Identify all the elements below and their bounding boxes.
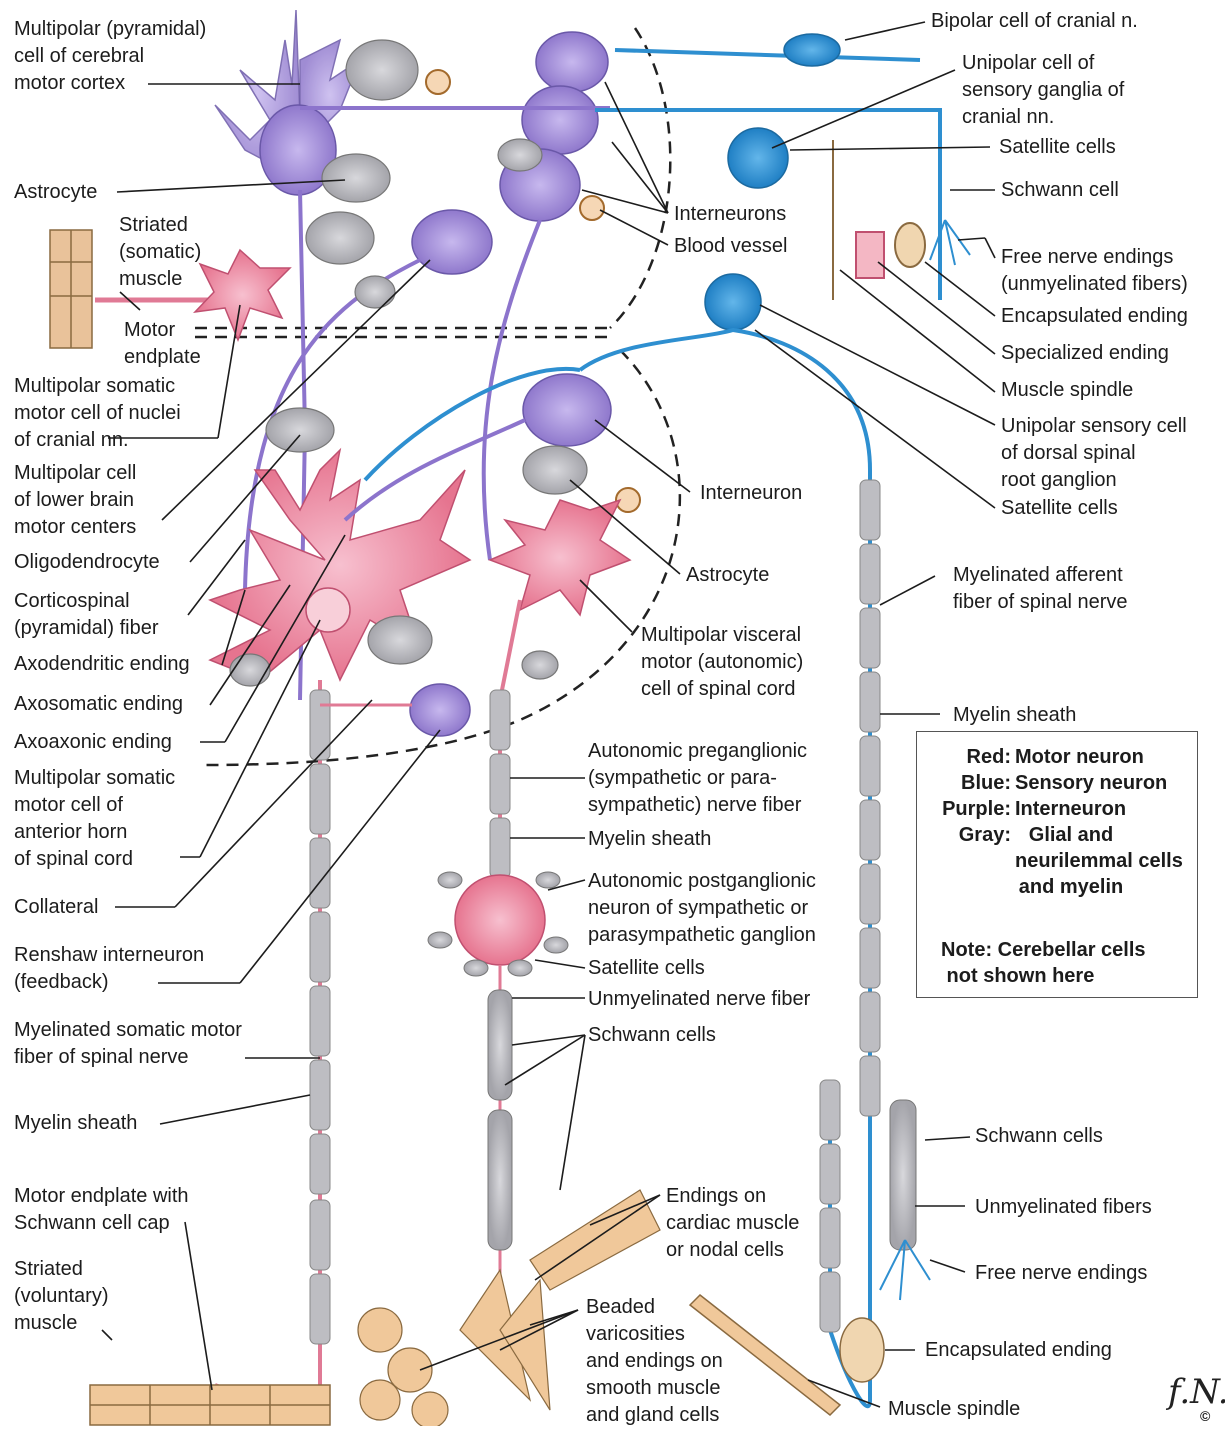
label-encapsulated-ending-top: Encapsulated ending xyxy=(1001,303,1188,330)
label-satellite-cells-dorsal: Satellite cells xyxy=(1001,495,1118,522)
label-somatic-motor-fiber: Myelinated somatic motor fiber of spinal… xyxy=(14,1017,242,1071)
bottom-right-endings xyxy=(880,1100,930,1300)
label-schwann-cells-center: Schwann cells xyxy=(588,1022,716,1049)
label-satellite-cells-top: Satellite cells xyxy=(999,134,1116,161)
gland-cells xyxy=(358,1308,448,1426)
label-myelin-sheath-left: Myelin sheath xyxy=(14,1110,137,1137)
label-satellite-cells-ganglion: Satellite cells xyxy=(588,955,705,982)
label-corticospinal-fiber: Corticospinal (pyramidal) fiber xyxy=(14,588,158,642)
preganglionic-myelin xyxy=(490,690,510,878)
label-astrocyte-spinal: Astrocyte xyxy=(686,562,769,589)
label-blood-vessel: Blood vessel xyxy=(674,233,787,260)
label-collateral: Collateral xyxy=(14,894,98,921)
label-unipolar-cranial: Unipolar cell of sensory ganglia of cran… xyxy=(962,50,1124,131)
label-unmyelinated-nerve-fiber: Unmyelinated nerve fiber xyxy=(588,986,810,1013)
label-afferent-fiber: Myelinated afferent fiber of spinal nerv… xyxy=(953,562,1128,616)
visceral-motor-cell xyxy=(490,500,630,880)
label-cranial-motor-cell: Multipolar somatic motor cell of nuclei … xyxy=(14,373,181,454)
label-myelin-sheath-center: Myelin sheath xyxy=(588,826,711,853)
striated-muscle-bottom xyxy=(90,1385,330,1425)
label-motor-endplate: Motor endplate xyxy=(124,317,201,371)
label-axodendritic-ending: Axodendritic ending xyxy=(14,651,190,678)
label-muscle-spindle-bottom: Muscle spindle xyxy=(888,1396,1020,1423)
artist-signature: f.N. xyxy=(1168,1372,1225,1412)
label-free-nerve-endings-top: Free nerve endings (unmyelinated fibers) xyxy=(1001,244,1188,298)
encapsulated-ending-bottom xyxy=(840,1318,884,1382)
legend-key-blue: Blue: xyxy=(917,770,1011,796)
postganglionic-schwann xyxy=(488,990,512,1250)
legend-value-gray: Glial and neurilemmal cells and myelin xyxy=(1015,822,1127,900)
label-cardiac-endings: Endings on cardiac muscle or nodal cells xyxy=(666,1183,799,1264)
top-right-endings xyxy=(833,140,970,300)
label-lower-brain-cell: Multipolar cell of lower brain motor cen… xyxy=(14,460,136,541)
legend-key-red: Red: xyxy=(917,744,1011,770)
label-visceral-motor-cell: Multipolar visceral motor (autonomic) ce… xyxy=(641,622,803,703)
label-postganglionic-neuron: Autonomic postganglionic neuron of sympa… xyxy=(588,868,816,949)
label-beaded-varicosities: Beaded varicosities and endings on smoot… xyxy=(586,1294,723,1429)
label-specialized-ending: Specialized ending xyxy=(1001,340,1169,367)
label-striated-voluntary-muscle: Striated (voluntary) muscle xyxy=(14,1256,108,1337)
label-axoaxonic-ending: Axoaxonic ending xyxy=(14,729,172,756)
bipolar-cranial-cell xyxy=(615,34,920,66)
legend-key-purple: Purple: xyxy=(917,796,1011,822)
label-myelin-sheath-afferent: Myelin sheath xyxy=(953,702,1076,729)
legend-value-blue: Sensory neuron xyxy=(1015,770,1167,796)
label-schwann-cells-right: Schwann cells xyxy=(975,1123,1103,1150)
legend-value-purple: Interneuron xyxy=(1015,796,1126,822)
label-schwann-cell-top: Schwann cell xyxy=(1001,177,1119,204)
label-free-nerve-endings-bottom: Free nerve endings xyxy=(975,1260,1147,1287)
label-interneuron-spinal: Interneuron xyxy=(700,480,802,507)
smooth-muscle xyxy=(460,1270,550,1410)
label-interneurons: Interneurons xyxy=(674,201,786,228)
label-dorsal-root-cell: Unipolar sensory cell of dorsal spinal r… xyxy=(1001,413,1187,494)
label-astrocyte-top: Astrocyte xyxy=(14,179,97,206)
label-pyramidal-cell: Multipolar (pyramidal) cell of cerebral … xyxy=(14,16,206,97)
label-anterior-horn-cell: Multipolar somatic motor cell of anterio… xyxy=(14,765,175,873)
label-bipolar-cell: Bipolar cell of cranial n. xyxy=(931,8,1138,35)
label-preganglionic-fiber: Autonomic preganglionic (sympathetic or … xyxy=(588,738,807,819)
legend-key-gray: Gray: xyxy=(917,822,1011,848)
cranial-motor-cell xyxy=(195,250,290,340)
legend-value-red: Motor neuron xyxy=(1015,744,1144,770)
label-encapsulated-ending-bottom: Encapsulated ending xyxy=(925,1337,1112,1364)
label-axosomatic-ending: Axosomatic ending xyxy=(14,691,183,718)
label-renshaw-interneuron: Renshaw interneuron (feedback) xyxy=(14,942,204,996)
legend-note: Note: Cerebellar cells not shown here xyxy=(941,937,1146,989)
label-motor-endplate-schwann: Motor endplate with Schwann cell cap xyxy=(14,1183,189,1237)
label-oligodendrocyte: Oligodendrocyte xyxy=(14,549,160,576)
renshaw-cell xyxy=(320,684,470,736)
copyright-mark: © xyxy=(1200,1408,1210,1424)
motor-myelin xyxy=(310,690,330,1344)
anterior-horn-cell xyxy=(210,450,470,1400)
label-muscle-spindle-top: Muscle spindle xyxy=(1001,377,1133,404)
color-legend: Red: Motor neuron Blue: Sensory neuron P… xyxy=(916,731,1198,998)
label-unmyelinated-fibers: Unmyelinated fibers xyxy=(975,1194,1152,1221)
label-striated-somatic-muscle: Striated (somatic) muscle xyxy=(119,212,201,293)
